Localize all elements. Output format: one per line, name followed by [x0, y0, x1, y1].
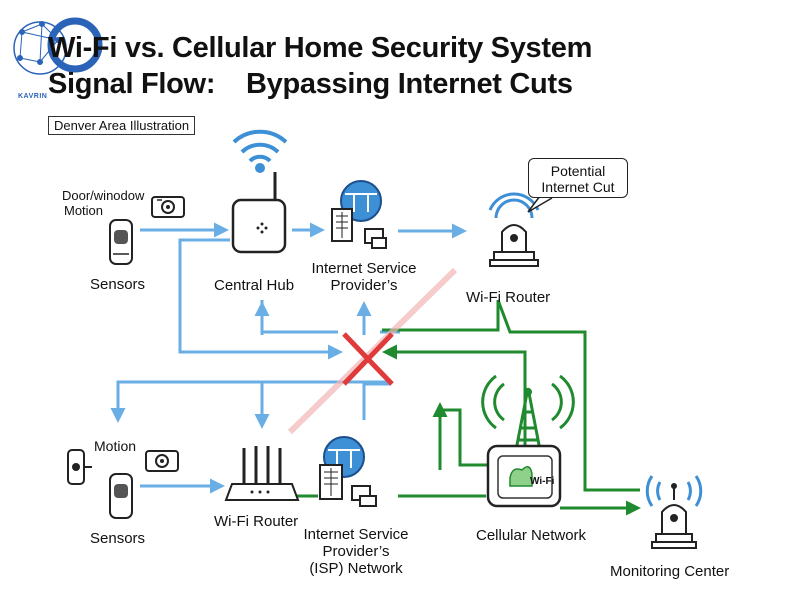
logo-text: KAVRIN [18, 93, 48, 100]
cellular-hub-icon [486, 444, 562, 508]
isp-network-label: Internet Service Provider’s (ISP) Networ… [298, 526, 414, 577]
monitoring-center-icon [645, 475, 703, 549]
motion-sensor-icon [67, 449, 92, 485]
isp-network-line-1: Internet Service [303, 526, 409, 543]
wifi-router-icon [488, 192, 540, 267]
motion-label: Motion [94, 438, 137, 454]
cell-tower-icon [481, 374, 575, 451]
page-title-line-1: Wi-Fi vs. Cellular Home Security System [48, 32, 593, 64]
internet-cut-callout: Potential Internet Cut [528, 158, 628, 198]
region-note: Denver Area Illustration [48, 116, 196, 135]
sensors-label: Sensors [90, 530, 146, 547]
callout-line-1: Potential [550, 163, 606, 179]
internet-cut-marker [287, 267, 458, 435]
central-hub-icon [231, 172, 287, 254]
hub-wifi-badge: Wi-Fi [530, 476, 555, 487]
isp-network-line-3: (ISP) Network [309, 560, 403, 577]
wifi-signal-icon [232, 129, 288, 173]
callout-line-2: Internet Cut [541, 179, 615, 195]
door-sensor-icon [109, 219, 133, 265]
isp-server-icon [331, 180, 387, 249]
wifi-flow-lines [110, 222, 467, 494]
isp-network-line-2: Provider’s [322, 543, 390, 560]
sensor-type-label: Door/winodow Motion [62, 188, 144, 218]
isp-label-line-2: Provider’s [330, 277, 398, 294]
isp-label-line-1: Internet Service [311, 260, 417, 277]
page-title-line-2a: Signal Flow: [48, 68, 216, 100]
isp-label: Internet Service Provider’s [308, 260, 420, 294]
wifi-router-label: Wi-Fi Router [214, 513, 299, 530]
wifi-router-icon [224, 446, 300, 501]
sensor-type-line-2: Motion [64, 203, 104, 218]
sensors-label: Sensors [90, 276, 146, 293]
callout-tail [527, 195, 553, 213]
camera-icon [145, 450, 179, 472]
door-sensor-icon [109, 473, 133, 519]
wifi-router-label: Wi-Fi Router [466, 289, 551, 306]
page-title-line-2b: Bypassing Internet Cuts [246, 68, 573, 100]
logo-icon [13, 17, 103, 75]
cellular-network-label: Cellular Network [476, 527, 587, 544]
camera-icon [151, 196, 185, 218]
sensor-type-line-1: Door/winodow [62, 188, 145, 203]
monitoring-center-label: Monitoring Center [610, 563, 730, 580]
isp-server-icon [319, 436, 377, 507]
central-hub-label: Central Hub [214, 277, 295, 294]
